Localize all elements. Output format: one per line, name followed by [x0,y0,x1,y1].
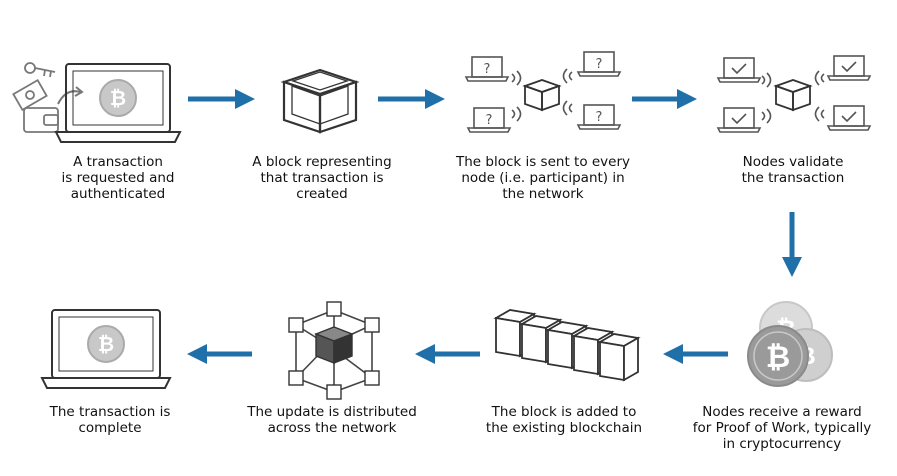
node-laptop-icon: ? [464,56,510,82]
node-laptop-icon [826,55,872,81]
step-4-caption: Nodes validate the transaction [741,154,845,186]
node-laptop-icon: ? [576,51,622,77]
bitcoin-icon [99,79,137,117]
node-laptop-icon [716,107,762,133]
node-laptop-icon: ? [576,104,622,130]
svg-text:?: ? [596,110,603,125]
block-cube-icon [280,68,360,134]
laptop-icon: ₿ [54,63,182,143]
step-7-caption: The update is distributed across the net… [247,404,417,436]
bitcoin-icon [747,325,809,387]
step-3-caption: The block is sent to every node (i.e. pa… [455,154,631,202]
key-icon [24,62,56,78]
flow-arrows [187,89,802,364]
block-cube-icon [314,326,354,365]
svg-text:?: ? [596,57,603,72]
validated-network-icon [716,55,872,133]
node-laptop-icon: ? [466,107,512,133]
blockchain-icon [493,309,641,382]
svg-text:?: ? [486,113,493,128]
step-2-caption: A block representing that transaction is… [252,154,392,202]
completed-laptop-icon: ₿ [40,309,172,389]
block-cube-icon [522,79,562,112]
node-laptop-icon [716,57,762,83]
svg-text:₿: ₿ [766,340,790,375]
svg-text:₿: ₿ [110,86,126,110]
request-transaction-icon: ₿ [12,62,182,143]
step-1-caption: A transaction is requested and authentic… [61,154,175,202]
block-cube-icon [773,79,813,112]
step-5-caption: Nodes receive a reward for Proof of Work… [692,404,872,452]
network-broadcast-icon: ? ? ? ? [464,51,622,133]
distributed-network-icon [288,301,380,400]
reward-coins-icon: ₿ ₿ ₿ [747,301,833,387]
svg-text:?: ? [484,62,491,77]
node-laptop-icon [826,105,872,131]
wallet-icon [23,107,59,133]
step-8-caption: The transaction is complete [49,404,171,436]
svg-text:₿: ₿ [98,332,114,356]
cash-icon [12,78,48,112]
step-6-caption: The block is added to the existing block… [485,404,643,436]
bitcoin-icon [87,325,125,363]
